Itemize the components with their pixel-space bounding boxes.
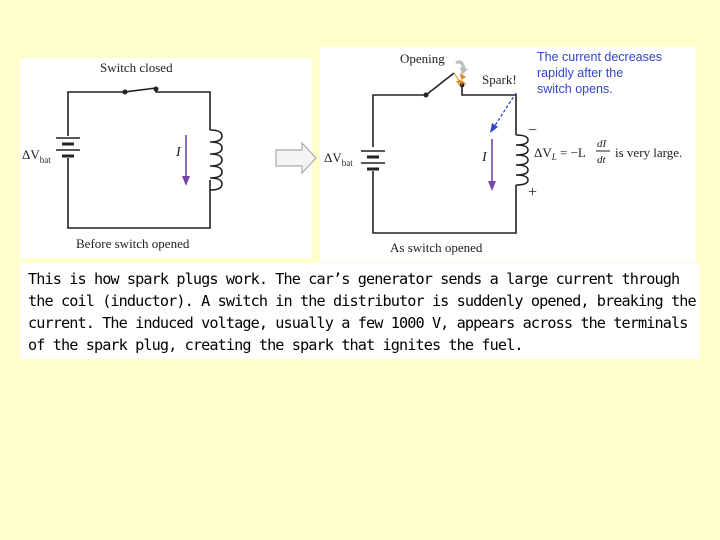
left-switch-blade: [124, 87, 157, 93]
spark-icon: [453, 72, 467, 89]
induced-emf-equation: ΔVL = −L dI dt is very large.: [534, 138, 682, 166]
right-caption: As switch opened: [390, 240, 483, 255]
left-inductor-coil: [209, 129, 223, 191]
emf-tail: is very large.: [615, 145, 682, 160]
closed-switch-svg: Switch closed ΔVbat I Before switch open…: [22, 60, 223, 251]
right-wires: [372, 72, 529, 234]
left-battery: [56, 137, 80, 158]
switch-motion-arrow-icon: [455, 60, 466, 70]
emf-numerator: dI: [597, 138, 608, 150]
current-decrease-note: The current decreases rapidly after the …: [537, 50, 666, 96]
svg-text:ΔVL = −L: ΔVL = −L: [534, 145, 586, 162]
right-switch-blade: [425, 72, 455, 96]
left-battery-label: ΔVbat: [22, 147, 51, 165]
emf-denominator: dt: [597, 154, 607, 166]
left-wire-bottom: [67, 158, 211, 229]
opening-label: Opening: [400, 51, 445, 66]
opening-switch-diagram: Opening Spark! The current decreases rap…: [320, 47, 696, 262]
plus-terminal-label: +: [528, 184, 537, 201]
right-battery: [361, 150, 385, 171]
spark-label: Spark!: [482, 72, 517, 87]
right-switch-pivot: [423, 92, 429, 98]
left-switch-label: Switch closed: [100, 60, 173, 75]
right-wire-top-right: [461, 85, 517, 135]
caption-box: This is how spark plugs work. The car’s …: [20, 263, 700, 359]
opening-switch-svg: Opening Spark! The current decreases rap…: [324, 50, 682, 255]
closed-switch-diagram: Switch closed ΔVbat I Before switch open…: [20, 58, 312, 258]
note-pointer-line: [493, 92, 517, 128]
right-current-label: I: [481, 150, 488, 165]
left-wire-top-left: [67, 91, 125, 136]
left-switch-pivot: [122, 89, 128, 95]
spark-plug-explanation: This is how spark plugs work. The car’s …: [28, 270, 697, 354]
right-inductor-coil: [515, 134, 529, 186]
left-wires: [67, 87, 223, 229]
left-current-label: I: [175, 145, 182, 160]
right-battery-label: ΔVbat: [324, 150, 353, 168]
left-caption: Before switch opened: [76, 236, 190, 251]
left-wire-top-right: [155, 88, 211, 130]
right-wire-bottom: [372, 171, 517, 234]
minus-terminal-label: −: [528, 122, 537, 139]
right-wire-top-left: [372, 94, 426, 147]
left-switch-contact: [153, 86, 159, 92]
